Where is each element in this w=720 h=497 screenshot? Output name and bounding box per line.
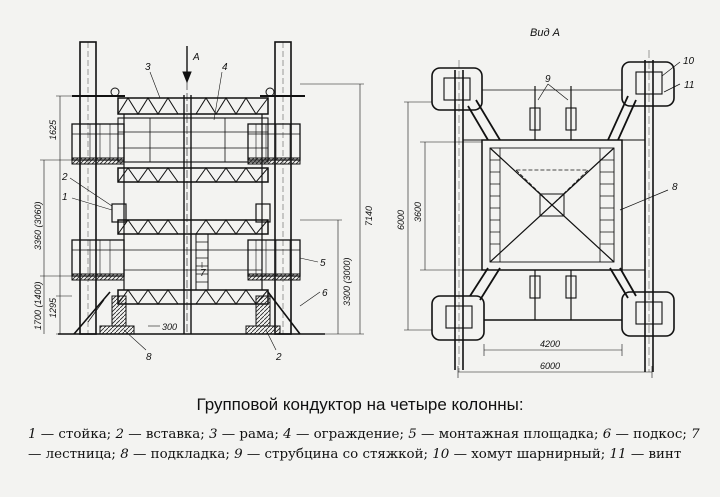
svg-text:6: 6 xyxy=(322,288,328,299)
legend-text: — стойка; xyxy=(36,427,116,442)
legend-item: 7 — лестница; xyxy=(28,427,700,462)
svg-text:3300 (3000): 3300 (3000) xyxy=(342,257,352,306)
legend-item: 2 — вставка; xyxy=(115,427,209,442)
technical-drawing: А 3 4 2 1 7 5 6 8 2 1625 xyxy=(33,27,695,378)
svg-text:1625: 1625 xyxy=(48,119,58,140)
svg-text:3600: 3600 xyxy=(413,202,423,222)
figure-caption-title: Групповой кондуктор на четыре колонны: xyxy=(196,395,524,414)
svg-text:7140: 7140 xyxy=(364,206,374,226)
legend-item: 10 — хомут шарнирный; xyxy=(432,447,609,462)
legend-text: — ограждение; xyxy=(291,427,409,442)
figure-legend: 1 — стойка; 2 — вставка; 3 — рама; 4 — о… xyxy=(28,425,708,465)
legend-number: 1 xyxy=(28,427,37,442)
svg-text:3: 3 xyxy=(145,62,151,73)
legend-item: 11 — винт xyxy=(610,447,682,462)
legend-number: 10 xyxy=(432,447,450,462)
svg-text:7: 7 xyxy=(200,268,206,279)
legend-item: 6 — подкос; xyxy=(603,427,691,442)
svg-text:10: 10 xyxy=(683,56,695,67)
front-view-callouts: 3 4 2 1 7 5 6 8 2 xyxy=(61,62,328,363)
view-a-labels: Вид А 9 10 11 8 6000 3600 4200 6000 xyxy=(396,27,695,371)
legend-text: — подкладка; xyxy=(128,447,235,462)
legend-text: — подкос; xyxy=(611,427,692,442)
svg-text:1: 1 xyxy=(62,192,68,203)
svg-text:4200: 4200 xyxy=(540,339,560,349)
legend-number: 8 xyxy=(120,447,129,462)
legend-number: 11 xyxy=(609,447,627,462)
svg-text:2: 2 xyxy=(61,172,68,183)
svg-text:300: 300 xyxy=(162,322,177,332)
svg-text:9: 9 xyxy=(545,74,551,85)
legend-number: 3 xyxy=(208,427,218,442)
front-view-dimensions: 1625 3360 (3060) 1700 (1400) 1295 7140 3… xyxy=(33,119,374,332)
svg-text:1295: 1295 xyxy=(48,297,58,318)
legend-number: 7 xyxy=(691,427,700,442)
legend-item: 8 — подкладка; xyxy=(120,447,234,462)
svg-text:8: 8 xyxy=(672,182,678,193)
svg-text:2: 2 xyxy=(275,352,282,363)
legend-text: — рама; xyxy=(217,427,284,442)
svg-text:8: 8 xyxy=(146,352,152,363)
legend-number: 4 xyxy=(283,427,292,442)
svg-text:6000: 6000 xyxy=(540,361,560,371)
legend-item: 1 — стойка; xyxy=(28,427,115,442)
legend-text: — вставка; xyxy=(123,427,209,442)
legend-item: 9 — струбцина со стяжкой; xyxy=(234,447,432,462)
view-a-plan xyxy=(404,50,681,378)
svg-text:4: 4 xyxy=(222,62,228,73)
legend-number: 9 xyxy=(234,447,243,462)
legend-text: — хомут шарнирный; xyxy=(449,447,610,462)
legend-number: 2 xyxy=(115,427,124,442)
svg-text:3360 (3060): 3360 (3060) xyxy=(33,201,43,250)
front-elevation-view: А xyxy=(40,41,364,351)
legend-text: — монтажная площадка; xyxy=(416,427,603,442)
legend-number: 5 xyxy=(408,427,417,442)
legend-item: 3 — рама; xyxy=(209,427,283,442)
arrow-label: А xyxy=(192,52,200,63)
svg-text:1700 (1400): 1700 (1400) xyxy=(33,281,43,330)
svg-text:5: 5 xyxy=(320,258,326,269)
legend-item: 5 — монтажная площадка; xyxy=(408,427,602,442)
legend-number: 6 xyxy=(602,427,612,442)
legend-text: — лестница; xyxy=(28,447,121,462)
svg-text:11: 11 xyxy=(684,80,694,91)
svg-text:6000: 6000 xyxy=(396,210,406,230)
view-a-title: Вид А xyxy=(530,27,560,39)
legend-item: 4 — ограждение; xyxy=(283,427,408,442)
legend-text: — винт xyxy=(626,447,682,462)
legend-text: — струбцина со стяжкой; xyxy=(242,447,433,462)
